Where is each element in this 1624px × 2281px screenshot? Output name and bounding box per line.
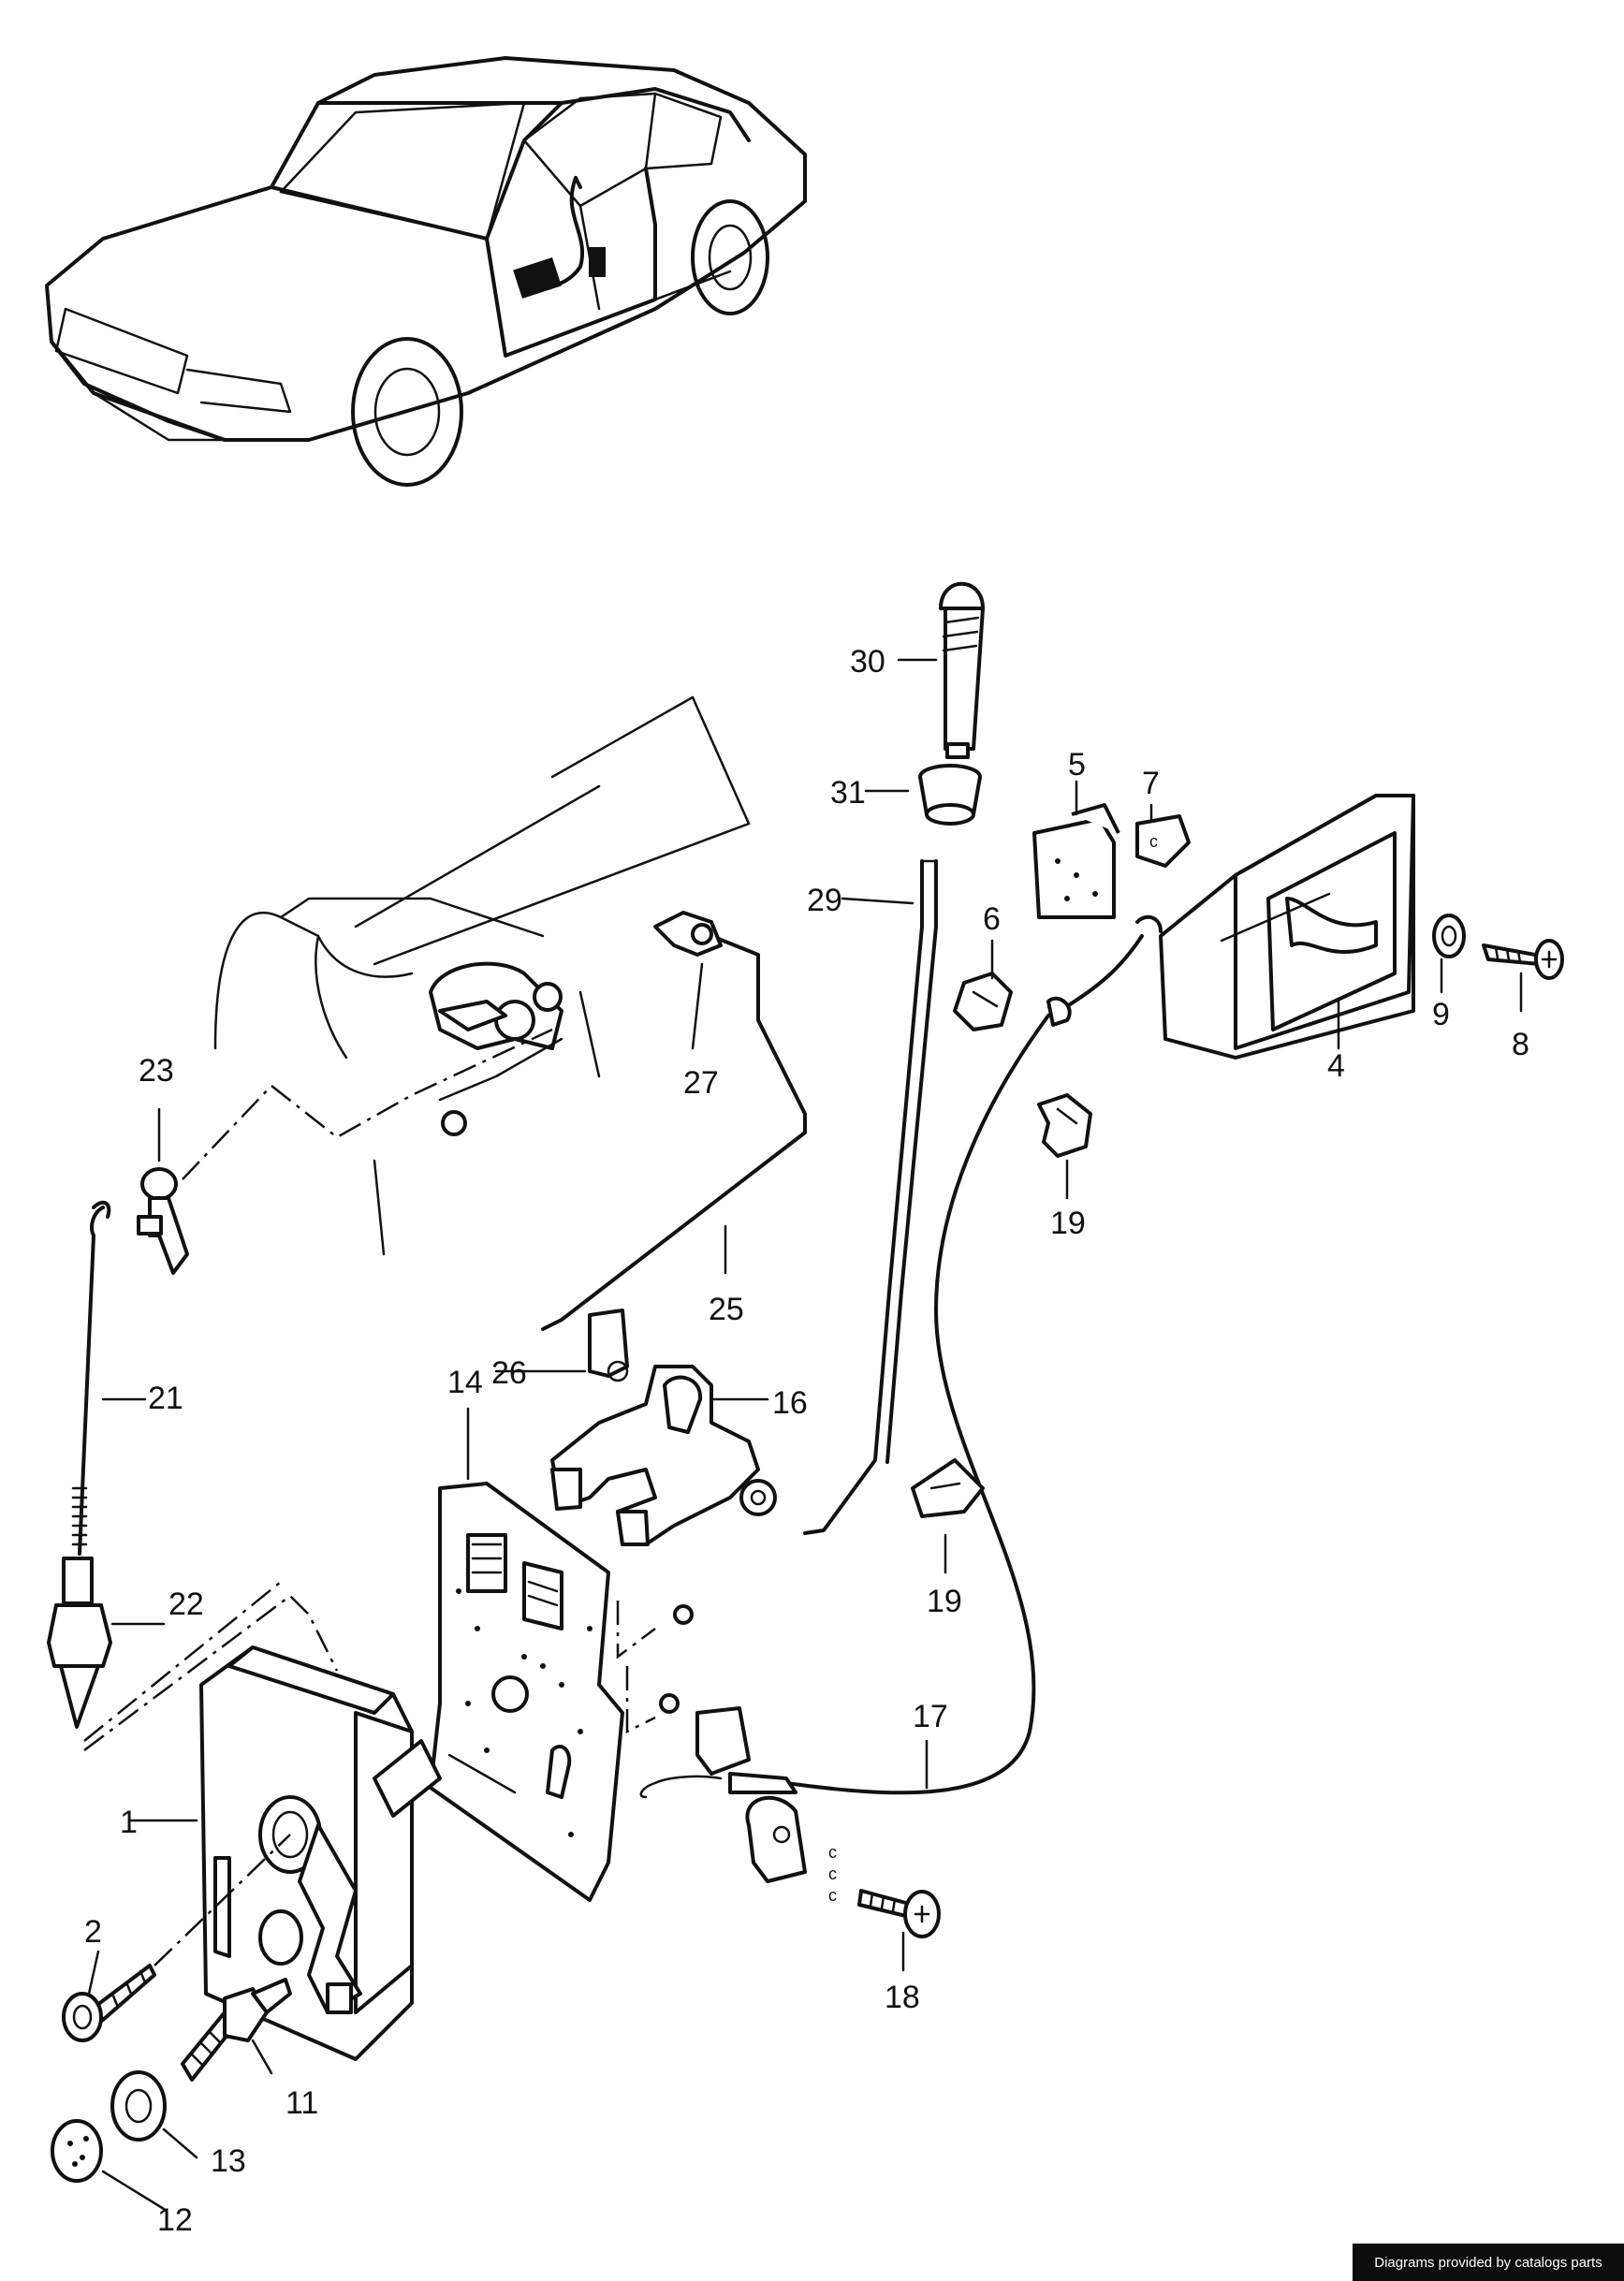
c-marks: c c c [828, 1843, 837, 1905]
callout-19-upper: 19 [1050, 1206, 1086, 1241]
washer-12 [51, 2119, 103, 2183]
callout-12: 12 [157, 2202, 193, 2238]
grommet-31 [918, 764, 982, 826]
callout-31: 31 [830, 775, 866, 811]
callout-14: 14 [447, 1365, 483, 1400]
callout-labels: 30 31 29 5 7 6 4 9 8 19 27 25 26 14 16 1… [84, 644, 1529, 2238]
washer-13 [110, 2070, 167, 2142]
callout-21: 21 [148, 1381, 183, 1416]
cable-17 [639, 914, 1163, 1799]
cable-bracket-17 [695, 1706, 807, 1883]
inner-handle-4 [1159, 794, 1415, 1060]
plug-upper [673, 1604, 694, 1625]
alignment-line-clip23 [182, 1028, 553, 1180]
door-lock-mechanism [429, 961, 563, 1136]
callout-9: 9 [1432, 997, 1450, 1032]
callout-11: 11 [285, 2085, 318, 2121]
callout-6: 6 [983, 901, 1001, 937]
leader-lines [87, 658, 1523, 2211]
callout-30: 30 [850, 644, 885, 680]
alignment-line-plate [616, 1601, 656, 1660]
c-mark-3: c [828, 1886, 837, 1905]
callout-1: 1 [120, 1805, 138, 1840]
bolt-2 [62, 1964, 156, 2042]
lock-rod-29 [803, 859, 938, 1535]
mounting-plate-14 [429, 1482, 624, 1902]
c-mark-1: c [828, 1843, 837, 1862]
linkage-rod-25 [541, 934, 807, 1331]
clip-26 [588, 1309, 629, 1382]
screw-18 [857, 1889, 941, 1938]
alignment-line-plug [625, 1666, 656, 1734]
svg-text:c: c [1149, 832, 1158, 851]
callout-17: 17 [913, 1699, 948, 1734]
credit-footer: Diagrams provided by catalogs parts [1353, 2244, 1624, 2281]
pad-5 [1032, 803, 1120, 919]
c-mark-2: c [828, 1864, 837, 1883]
clip-19a [1037, 1093, 1092, 1158]
callout-25: 25 [709, 1292, 744, 1327]
lock-knob-30 [939, 581, 985, 759]
callout-7: 7 [1142, 766, 1160, 801]
callout-2: 2 [84, 1914, 102, 1950]
callout-27: 27 [683, 1065, 719, 1101]
screw-8 [1482, 939, 1564, 980]
callout-4: 4 [1327, 1048, 1345, 1084]
callout-16: 16 [772, 1385, 808, 1421]
clip-7: c [1135, 814, 1191, 868]
door-lock-1 [199, 1645, 442, 2061]
lever-16 [550, 1365, 777, 1546]
rod-21 [71, 1200, 111, 1556]
alignment-line-bolt [154, 1834, 291, 1967]
striker-11 [181, 1978, 292, 2082]
clip-19b [911, 1458, 985, 1518]
callout-5: 5 [1068, 747, 1086, 782]
callout-22: 22 [168, 1586, 204, 1622]
car-illustration [45, 56, 807, 487]
clip-23 [137, 1167, 189, 1275]
washer-9 [1432, 914, 1466, 958]
knob-22 [47, 1557, 112, 1729]
plug-lower [659, 1693, 680, 1714]
clip-27 [653, 911, 723, 957]
alignment-line-lock [83, 1594, 339, 1751]
callout-23: 23 [139, 1053, 174, 1089]
callout-13: 13 [211, 2143, 246, 2179]
door-shell-outline [213, 695, 807, 1331]
callout-29: 29 [807, 883, 842, 918]
callout-18: 18 [885, 1980, 920, 2015]
clip-6 [953, 972, 1013, 1031]
callout-26: 26 [491, 1355, 527, 1391]
callout-19-lower: 19 [927, 1584, 962, 1619]
callout-8: 8 [1512, 1027, 1529, 1062]
